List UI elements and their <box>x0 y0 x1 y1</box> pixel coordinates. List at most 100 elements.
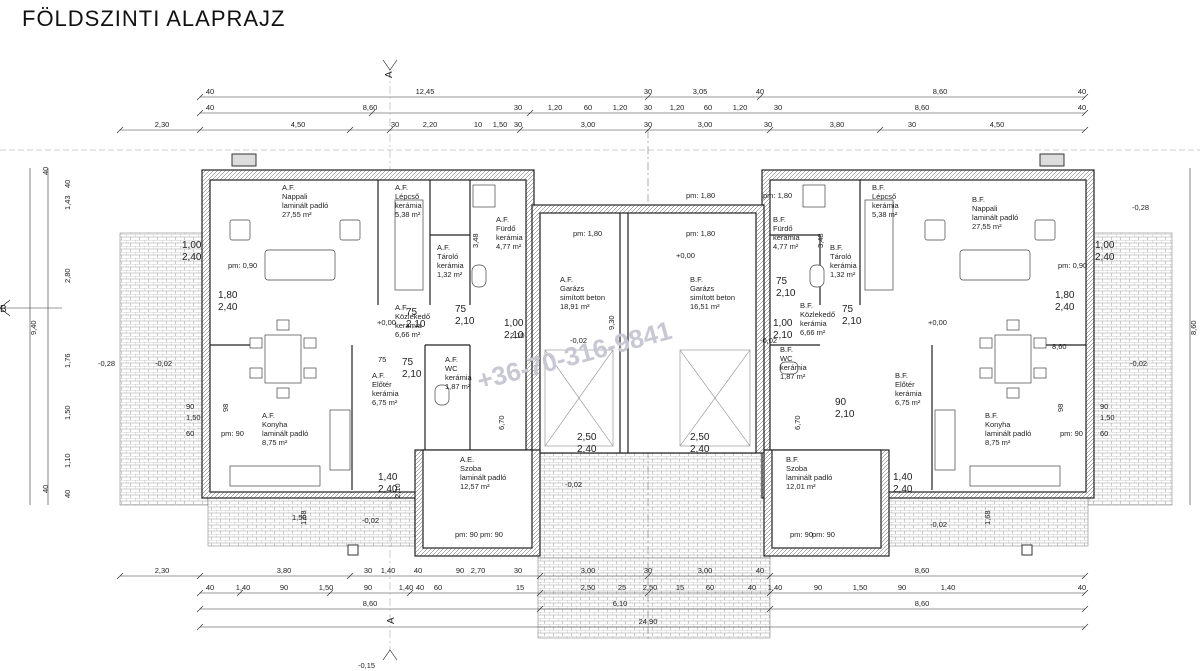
dimension-row2: 60 <box>584 103 592 112</box>
level-mark: -0,28 <box>98 359 115 368</box>
room-name: WC <box>780 354 793 363</box>
dimension-left: 1,43 <box>63 195 72 210</box>
post-b <box>1021 544 1033 556</box>
misc-dimension: 1,50 <box>292 513 307 522</box>
opening-width: 90 <box>835 397 847 408</box>
opening-width: 1,00 <box>1095 240 1115 251</box>
dimension-bot2: 40 <box>748 583 756 592</box>
dimension-tick <box>196 605 204 613</box>
room-code: A.F. <box>395 183 408 192</box>
opening-width: 2,50 <box>577 432 597 443</box>
sill-note: pm: 90 <box>221 429 244 438</box>
room-floor: kerámia <box>395 201 423 210</box>
dimension-row1: 40 <box>756 87 764 96</box>
garage-door-marks <box>544 349 751 447</box>
dimension-left: 9,40 <box>29 320 38 335</box>
dimension-row3: 3,80 <box>830 120 845 129</box>
opening-height: 2,40 <box>893 484 913 495</box>
dimension-bot2: 1,40 <box>941 583 956 592</box>
dimension-tick <box>236 589 244 597</box>
room-floor: laminált padló <box>972 213 1018 222</box>
level-mark: -0,28 <box>1132 203 1149 212</box>
level-mark: -0,15 <box>358 661 375 670</box>
dimension-row1: 8,60 <box>933 87 948 96</box>
dimension-tick <box>1081 109 1089 117</box>
room-area: 5,38 m² <box>395 210 421 219</box>
dimension-tick <box>876 126 884 134</box>
room-area: 8,75 m² <box>262 438 288 447</box>
room-area: 1,87 m² <box>445 382 471 391</box>
dimension-tick <box>536 589 544 597</box>
level-mark: +0,00 <box>377 318 396 327</box>
room-code: A.F. <box>560 275 573 284</box>
dimension-row1: 3,05 <box>693 87 708 96</box>
room-area: 4,77 m² <box>496 242 522 251</box>
level-mark: -0,02 <box>362 516 379 525</box>
room-name: Lépcső <box>872 192 896 201</box>
dimension-bot2: 90 <box>364 583 372 592</box>
dimension-bot3: 8,60 <box>363 599 378 608</box>
dimension-bot2: 1,40 <box>399 583 414 592</box>
level-mark: -0,02 <box>570 336 587 345</box>
dimension-tick <box>1081 572 1089 580</box>
dimension-tick <box>526 109 534 117</box>
room-name: WC <box>445 364 458 373</box>
dimension-row1: 40 <box>206 87 214 96</box>
room-floor: kerámia <box>496 233 524 242</box>
opening-height: 2,40 <box>218 302 238 313</box>
sill-note: pm: 0,90 <box>1058 261 1087 270</box>
dimension-row1: 40 <box>1078 87 1086 96</box>
opening-height: 2,10 <box>835 409 855 420</box>
misc-dimension: 1,68 <box>299 510 308 525</box>
misc-dimension: 2,10 <box>393 483 402 498</box>
room-area: 12,01 m² <box>786 482 816 491</box>
room-floor: kerámia <box>800 319 828 328</box>
sill-note: pm: 90 <box>812 530 835 539</box>
opening-width: 75 <box>455 304 467 315</box>
dimension-left: 40 <box>41 485 50 493</box>
dimension-bot2: 15 <box>516 583 524 592</box>
room-floor: laminált padló <box>460 473 506 482</box>
level-mark: -0,02 <box>155 359 172 368</box>
room-code: B.F. <box>786 455 799 464</box>
opening-height: 2,10 <box>504 330 524 341</box>
dimension-bot1: 2,30 <box>155 566 170 575</box>
post-a <box>347 544 359 556</box>
dimension-bot1: 40 <box>756 566 764 575</box>
furniture <box>229 184 1061 487</box>
dimension-row2: 40 <box>1078 103 1086 112</box>
dimension-tick <box>766 605 774 613</box>
opening-height: 2,10 <box>773 330 793 341</box>
misc-dimension: 1,68 <box>983 510 992 525</box>
misc-dimension: 75 <box>378 355 386 364</box>
room-area: 6,75 m² <box>895 398 921 407</box>
misc-dimension: 3,48 <box>816 233 825 248</box>
room-code: B.F. <box>780 345 793 354</box>
misc-dimension: 60 <box>1100 429 1108 438</box>
dimension-bot1: 3,80 <box>277 566 292 575</box>
dimension-tick <box>386 126 394 134</box>
dimension-bot2: 2,50 <box>581 583 596 592</box>
dimension-row3: 1,50 <box>493 120 508 129</box>
sill-note: pm: 1,80 <box>763 191 792 200</box>
sill-note: pm: 90 <box>1060 429 1083 438</box>
opening-height: 2,40 <box>1095 252 1115 263</box>
section-mark-b: B <box>0 304 7 315</box>
opening-height: 2,40 <box>1055 302 1075 313</box>
misc-dimension: 9,30 <box>607 315 616 330</box>
dimension-bot2: 2,50 <box>643 583 658 592</box>
opening-width: 75 <box>406 307 418 318</box>
dimension-bot3: 6,10 <box>613 599 628 608</box>
room-floor: kerámia <box>830 261 858 270</box>
dimension-bot4: 24,90 <box>639 617 658 626</box>
opening-width: 75 <box>402 357 414 368</box>
